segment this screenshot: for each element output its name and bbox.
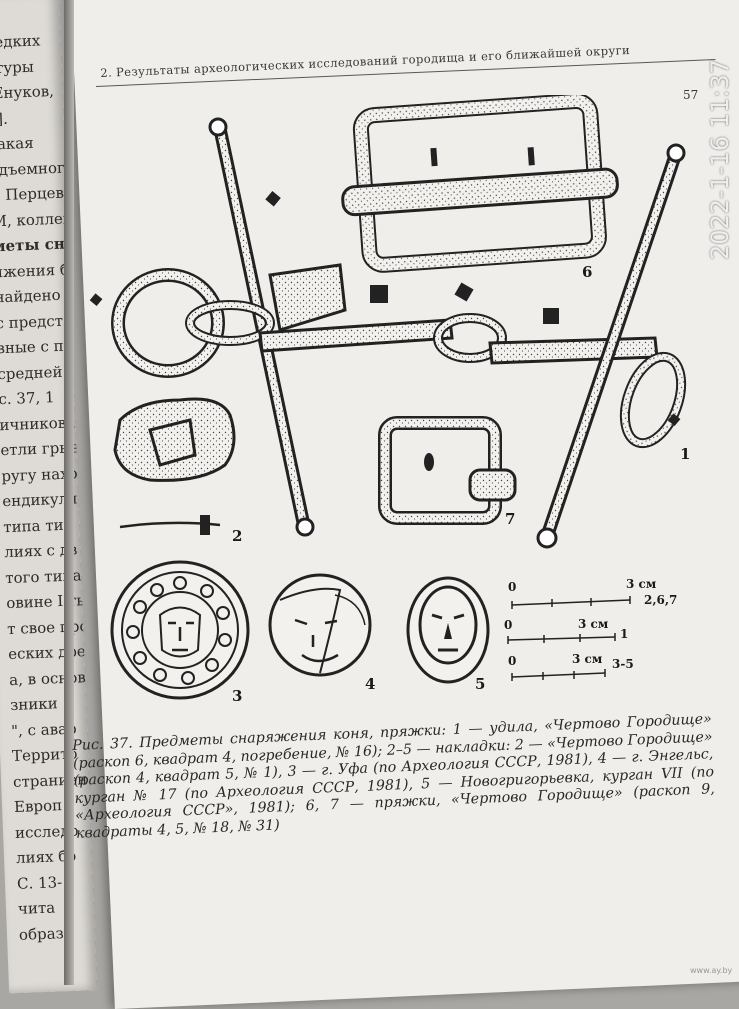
label-item-2: 2 [232, 527, 243, 545]
figure-drawing [89, 93, 687, 700]
scale-3-zero: 0 [508, 654, 517, 668]
bit-1-drawing [89, 117, 687, 549]
left-page-line: ендикуляр [1, 488, 88, 511]
scale-1-length: 3 см [626, 577, 657, 591]
label-item-1: 1 [680, 445, 691, 463]
left-page-line: образ [18, 923, 65, 944]
left-page-line: М, коллек [0, 208, 73, 230]
scale-3-items: 3-5 [612, 657, 634, 671]
plaque-4-drawing [268, 573, 372, 677]
plaque-5-drawing [406, 576, 490, 684]
left-page-line: ктуры [0, 57, 35, 78]
left-page-line: найдено [0, 285, 61, 307]
left-page-line: с. 37, 1 [0, 388, 55, 409]
left-page-line: т свое про [6, 616, 89, 638]
label-item-5: 5 [475, 675, 486, 693]
label-item-3: 3 [232, 687, 243, 705]
buckle-6-drawing [341, 93, 619, 273]
scale-3-length: 3 см [572, 652, 603, 666]
plaque-3-drawing [110, 560, 250, 700]
scale-2-length: 3 см [578, 617, 609, 631]
label-item-6: 6 [582, 263, 593, 281]
left-page-line: а, в основ [8, 667, 87, 689]
left-page-line: [Енуков, [0, 81, 55, 103]
left-page-line: Европ [13, 796, 63, 816]
buckle-7-drawing [378, 416, 517, 525]
scale-2-zero: 0 [504, 618, 513, 632]
left-page-line: 8]. [0, 109, 9, 128]
left-page-line: и Перцев [0, 183, 65, 205]
scale-2-items: 1 [620, 627, 629, 641]
left-page-line: зники [9, 694, 59, 715]
scale-1-zero: 0 [508, 580, 517, 594]
left-page-line: овине I ты [5, 591, 89, 613]
left-page-line: вные с пр [0, 336, 74, 358]
scale-1-items: 2,6,7 [644, 593, 678, 607]
left-page-line: чита [17, 898, 56, 918]
plate-2-drawing [113, 397, 236, 535]
watermark: www.ay.by [690, 966, 733, 975]
left-page-line: средней [0, 362, 63, 383]
left-page-line: такая [0, 133, 34, 154]
label-item-4: 4 [365, 675, 376, 693]
left-page-line: редких [0, 31, 41, 52]
scale-bars [507, 596, 631, 681]
left-page-line: С. 13- [16, 872, 63, 893]
label-item-7: 7 [505, 510, 516, 528]
page-number: 57 [683, 88, 699, 102]
figure-37: 1 2 3 4 5 6 7 0 3 см 2,6,7 0 3 см 1 0 3 … [80, 93, 720, 715]
book-gutter [64, 0, 74, 985]
